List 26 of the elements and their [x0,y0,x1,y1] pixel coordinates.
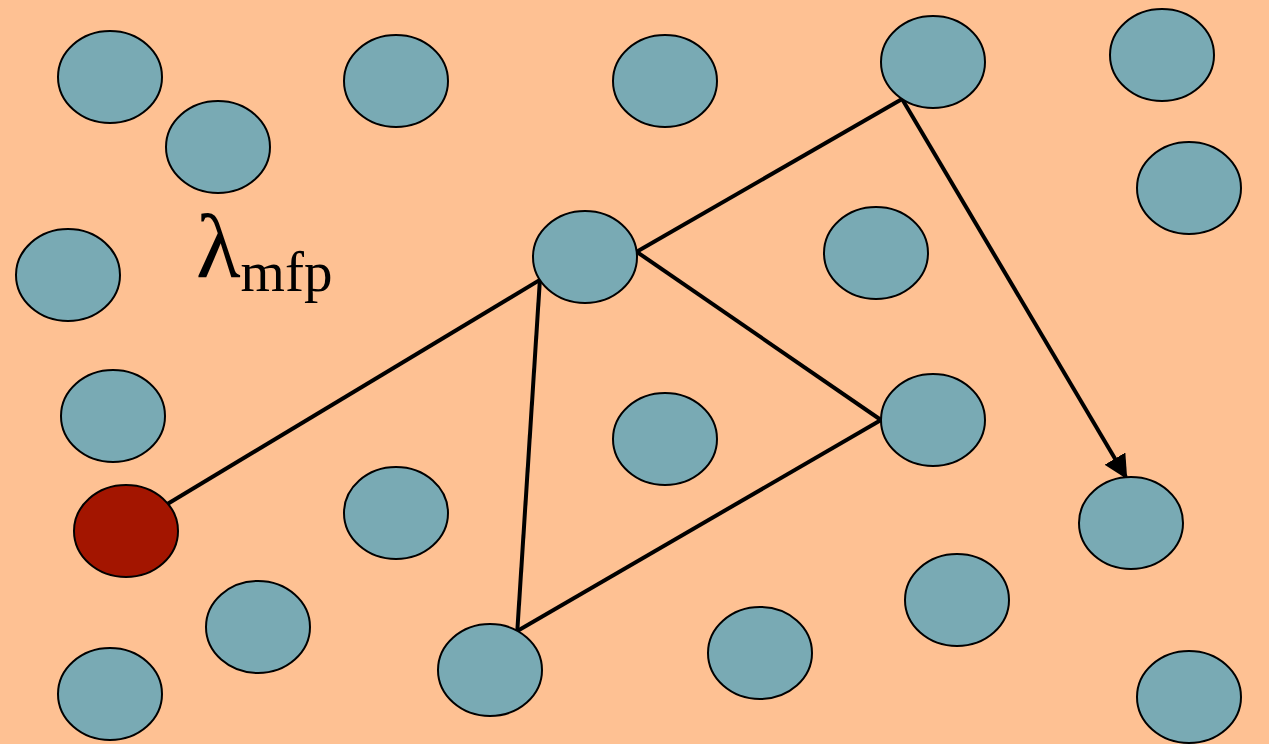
scatterer-particle [706,605,814,701]
scatterer-particle [1135,649,1243,744]
scatterer-particle [342,465,450,561]
scatterer-particle [903,552,1011,648]
scatterer-particle [342,33,450,129]
scatterer-particle [879,372,987,468]
scatterer-particle [164,99,272,195]
path-segment [516,418,882,633]
scatterer-particle [611,391,719,487]
scatterer-particle [879,14,987,110]
path-segment [635,97,904,254]
scatterer-particle [1135,140,1243,236]
scatterer-particle [1077,475,1185,571]
scatterer-particle [822,205,930,301]
scatterer-particle [204,579,312,675]
scatterer-particle [59,368,167,464]
mean-free-path-label: λ$_{mfp}$ [196,200,333,301]
path-segment [166,278,541,506]
moving-particle [72,483,180,579]
scatterer-particle [1108,7,1216,103]
scatterer-particle [14,227,122,323]
scatterer-particle [611,33,719,129]
scatterer-particle [56,29,164,125]
scatterer-particle [56,646,164,742]
scatterer-particle [436,622,544,718]
scatterer-particle [531,209,639,305]
